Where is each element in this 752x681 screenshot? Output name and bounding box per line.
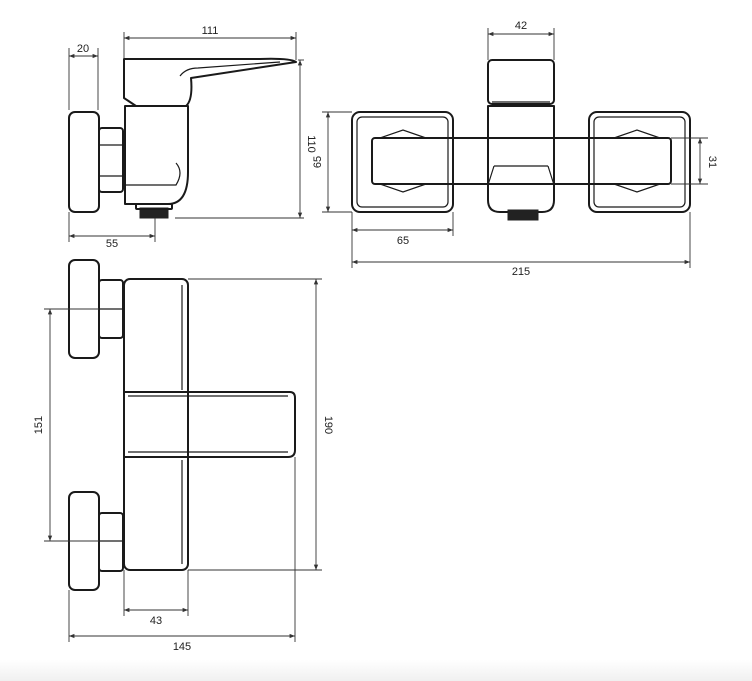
dim-side-depth: 111: [123, 25, 297, 60]
dim-label: 55: [106, 238, 118, 250]
front-lever: [123, 391, 296, 458]
dim-front-overall-depth: 145: [68, 457, 296, 653]
dim-top-cap-width: 65: [351, 212, 454, 247]
dim-label: 42: [515, 20, 527, 32]
front-view: 151 190 43 145: [33, 259, 334, 653]
side-connector-nut: [98, 127, 124, 193]
top-right-cap: [588, 111, 691, 213]
dim-top-overall-width: 215: [351, 212, 691, 278]
top-right-diamond: [613, 129, 661, 193]
top-body: [487, 105, 555, 213]
top-left-diamond: [379, 129, 427, 193]
dim-front-body-height: 190: [188, 278, 334, 571]
top-aerator: [507, 209, 539, 221]
dim-front-body-width: 43: [123, 570, 189, 627]
dim-side-height: 110: [175, 59, 317, 219]
dim-label: 215: [512, 266, 530, 278]
front-body: [123, 278, 189, 571]
dim-label: 65: [312, 156, 324, 168]
dim-label: 43: [150, 615, 162, 627]
front-lower-nut: [98, 512, 124, 572]
side-lever: [123, 57, 297, 107]
dim-top-cap-height: 65: [312, 111, 352, 213]
top-view: 42 65 31 65 215: [312, 20, 718, 278]
dim-label: 151: [33, 416, 45, 434]
dim-label: 110: [305, 135, 317, 153]
dim-top-spout-width: 42: [487, 20, 555, 60]
top-bar: [371, 137, 672, 185]
side-wall-cap: [68, 111, 100, 213]
dim-label: 190: [322, 416, 334, 434]
side-view: 20 111 110 55: [68, 25, 317, 250]
side-body: [124, 105, 189, 205]
top-left-cap: [351, 111, 454, 213]
dim-side-handle-width: 20: [68, 43, 99, 110]
dim-label: 145: [173, 641, 191, 653]
dim-label: 111: [202, 25, 219, 37]
dim-top-bar-height: 31: [671, 137, 718, 185]
dim-label: 65: [397, 235, 409, 247]
dim-label: 31: [706, 156, 718, 168]
dim-front-inlet-spacing: 151: [33, 308, 99, 542]
bottom-fade: [0, 660, 752, 681]
dim-side-wall-offset: 55: [68, 212, 156, 250]
dim-label: 20: [77, 43, 89, 55]
top-lever: [487, 59, 555, 105]
